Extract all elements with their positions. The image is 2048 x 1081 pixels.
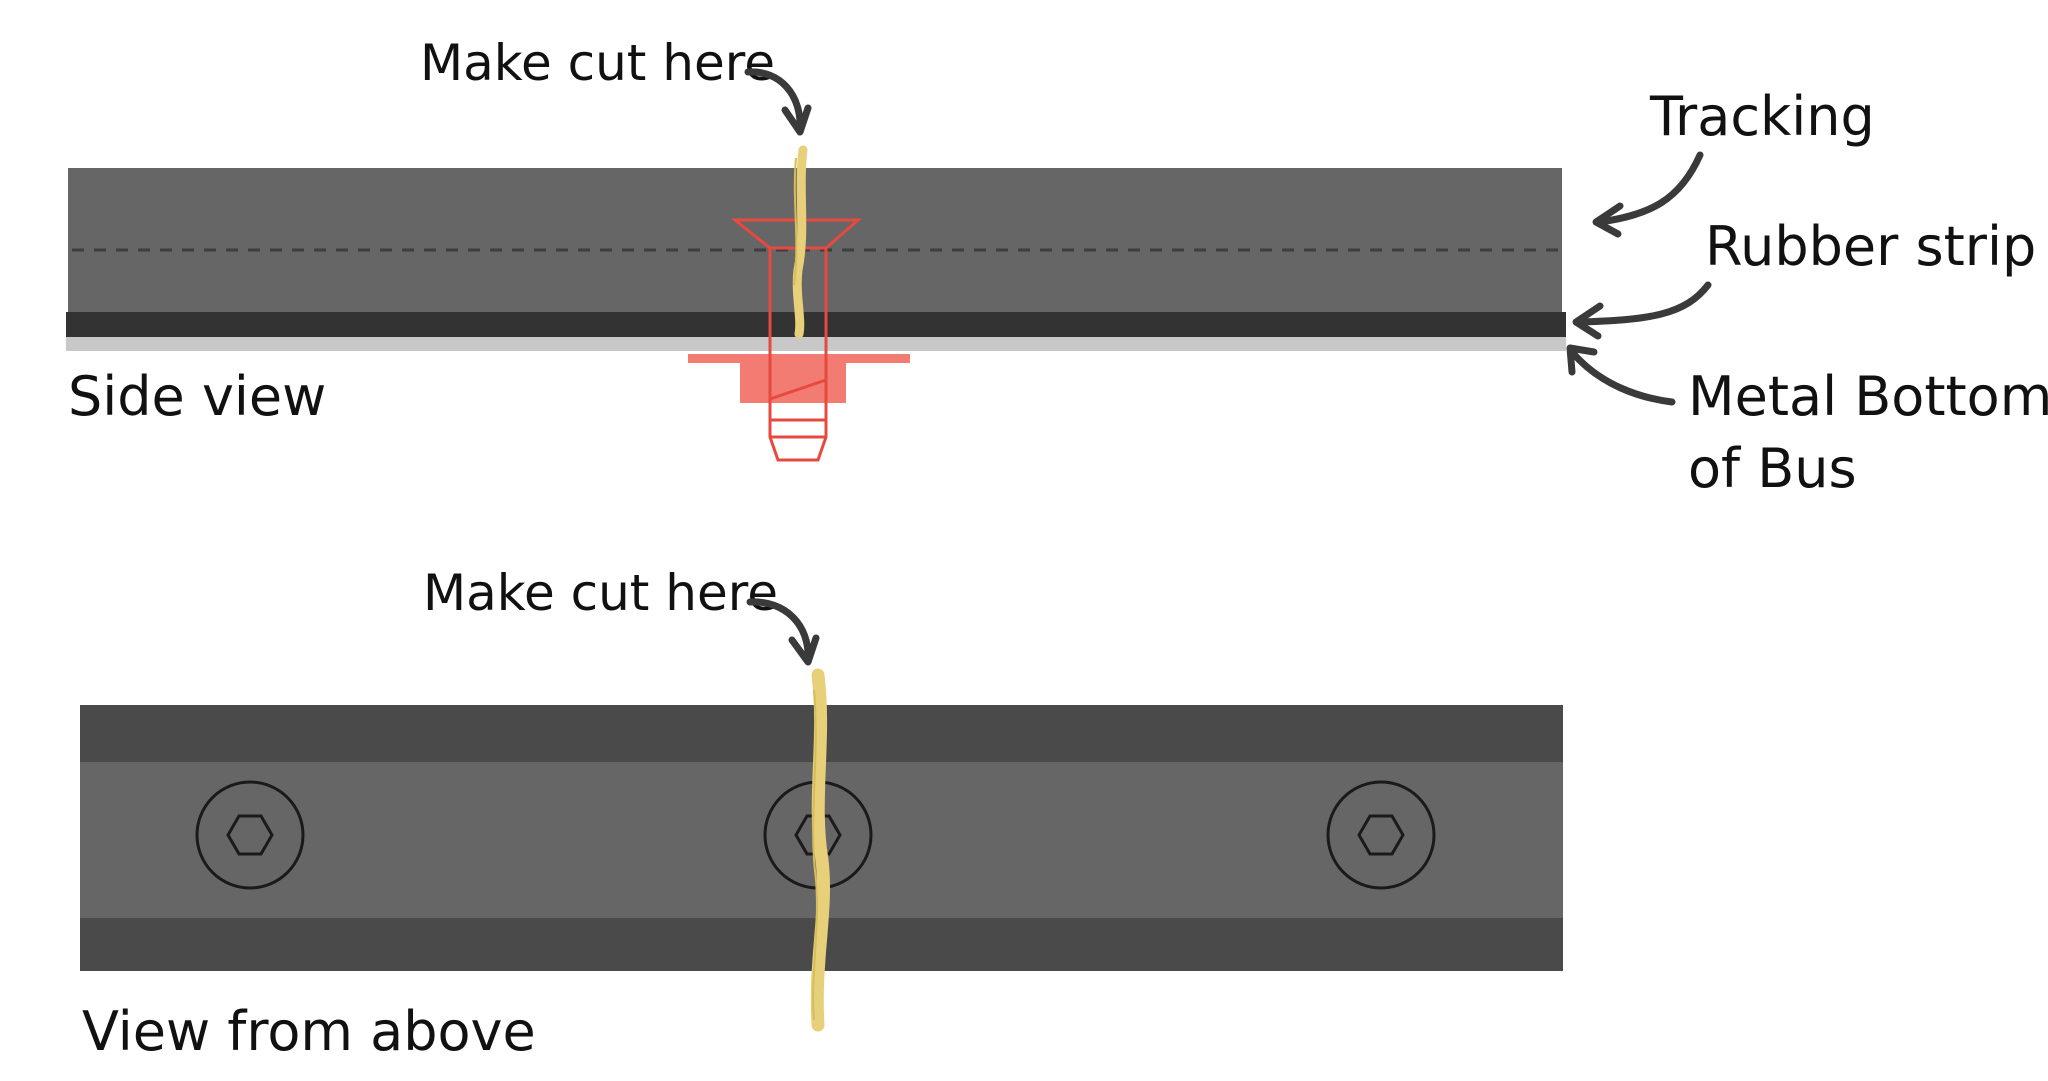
cut-arrow-bottom: [746, 598, 820, 666]
cut-mark-above: [810, 668, 830, 1032]
cut-label-top: Make cut here: [420, 34, 775, 92]
view-from-above: [80, 668, 1563, 1032]
tracking-side: [68, 168, 1562, 312]
left-bolt: [195, 780, 305, 890]
side-view: [66, 145, 1566, 462]
right-bolt: [1326, 780, 1436, 890]
metal-bottom-label-line1: Metal Bottom: [1688, 365, 2048, 428]
washer: [688, 354, 910, 363]
cut-label-bottom: Make cut here: [423, 564, 778, 622]
side-view-label: Side view: [68, 365, 326, 428]
nut: [740, 363, 846, 403]
tracking-arrow: [1592, 151, 1704, 238]
cut-arrow-top: [744, 68, 812, 136]
cut-mark-side: [792, 145, 808, 339]
rubber-strip-arrow: [1572, 281, 1712, 340]
metal-bottom: [66, 337, 1566, 351]
metal-bottom-arrow: [1566, 344, 1676, 406]
rubber-strip: [66, 312, 1566, 337]
view-from-above-label: View from above: [82, 1000, 536, 1063]
rubber-strip-label: Rubber strip: [1705, 215, 2036, 278]
tracking-label: Tracking: [1649, 85, 1875, 148]
metal-bottom-label-line2: of Bus: [1688, 437, 1857, 500]
